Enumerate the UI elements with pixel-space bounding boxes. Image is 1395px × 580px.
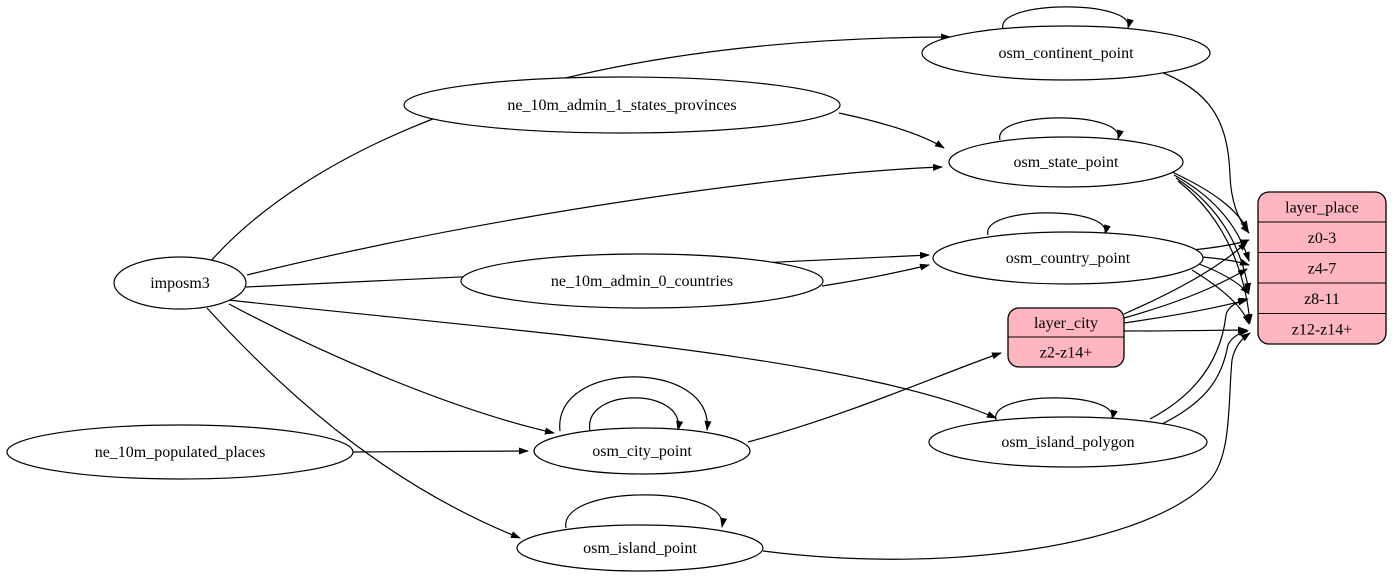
node-label-osm_state_point: osm_state_point	[1014, 154, 1119, 171]
node-label-osm_country_point: osm_country_point	[1006, 250, 1131, 267]
edge-layer_city-layer_place-z12-z14+	[1123, 326, 1248, 334]
node-osm_state_point: osm_state_point	[948, 136, 1184, 188]
node-shape-osm_island_polygon	[928, 416, 1208, 468]
edge-osm_island_point-layer_place-z12-z14+	[762, 332, 1251, 560]
edge-osm_country_point-layer_place-z8-11	[1198, 263, 1250, 295]
node-ne_10m_admin_1_states_provinces: ne_10m_admin_1_states_provinces	[403, 76, 841, 134]
edge-layer_city-layer_place-z0-3	[1123, 241, 1248, 315]
self-loop-osm_continent_point-0	[1002, 6, 1134, 30]
edge-imposm3-osm_island_point	[206, 307, 521, 539]
edge-imposm3-osm_island_polygon	[227, 299, 997, 419]
node-shape-osm_continent_point	[921, 25, 1211, 81]
edge-osm_city_point-layer_city-z2-z14+	[747, 352, 1002, 443]
edge-layer_city-layer_place-z8-11	[1123, 298, 1248, 324]
edge-layer	[206, 6, 1253, 560]
node-ne_10m_populated_places: ne_10m_populated_places	[6, 424, 354, 480]
record-row-layer_place-z8-11: z8-11	[1304, 291, 1340, 308]
record-row-layer_place-z12-z14+: z12-z14+	[1292, 321, 1353, 338]
edge-imposm3-osm_city_point	[228, 303, 555, 435]
record-row-layer_place-z4-7: z4-7	[1308, 260, 1336, 277]
record-layer_place: layer_place z0-3 z4-7 z8-11 z12-z14+	[1257, 191, 1387, 345]
node-shape-ne_10m_admin_0_countries	[460, 253, 824, 309]
node-label-ne_10m_admin_1_states_provinces: ne_10m_admin_1_states_provinces	[507, 97, 736, 114]
self-loop-osm_island_point-0	[565, 494, 728, 529]
node-label-imposm3: imposm3	[150, 275, 210, 292]
self-loop-osm_country_point-0	[987, 212, 1111, 236]
record-shape-layer_place	[1257, 191, 1387, 345]
record-row-layer_place-z0-3: z0-3	[1308, 230, 1336, 247]
node-label-osm_island_polygon: osm_island_polygon	[1001, 434, 1134, 451]
edge-osm_country_point-layer_place-z0-3	[1191, 239, 1250, 251]
node-label-osm_city_point: osm_city_point	[592, 443, 692, 460]
node-osm_city_point: osm_city_point	[533, 427, 751, 475]
record-header-layer_city: layer_city	[1034, 315, 1098, 332]
node-label-osm_island_point: osm_island_point	[583, 540, 697, 557]
edge-ne_10m_populated_places-osm_city_point	[352, 447, 529, 455]
node-osm_island_polygon: osm_island_polygon	[928, 416, 1208, 468]
edge-imposm3-osm_state_point	[246, 163, 943, 276]
node-osm_island_point: osm_island_point	[516, 524, 764, 572]
edge-osm_island_polygon-layer_place-z8-11	[1149, 297, 1249, 420]
node-layer: imposm3 ne_10m_admin_1_states_provincesne…	[6, 25, 1387, 572]
self-loop-osm_city_point-0	[559, 376, 712, 432]
node-label-osm_continent_point: osm_continent_point	[998, 45, 1134, 62]
node-imposm3: imposm3	[113, 256, 247, 310]
edge-osm_state_point-layer_place-z8-11	[1175, 177, 1252, 293]
edge-imposm3-osm_continent_point	[209, 33, 951, 263]
record-row-layer_city-z2-z14+: z2-z14+	[1040, 345, 1093, 362]
node-label-ne_10m_admin_0_countries: ne_10m_admin_0_countries	[551, 273, 733, 290]
edge-osm_state_point-layer_place-z4-7	[1173, 174, 1250, 262]
edge-osm_country_point-layer_place-z12-z14+	[1191, 269, 1250, 325]
self-loop-osm_island_polygon-0	[995, 397, 1118, 421]
edge-ne_10m_admin_1_states_provinces-osm_state_point	[838, 112, 945, 149]
node-shape-osm_city_point	[533, 427, 751, 475]
edge-layer_city-layer_place-z4-7	[1123, 268, 1248, 319]
self-loop-osm_state_point-0	[999, 117, 1124, 141]
node-label-ne_10m_populated_places: ne_10m_populated_places	[95, 444, 266, 461]
node-shape-ne_10m_populated_places	[6, 424, 354, 480]
node-shape-osm_state_point	[948, 136, 1184, 188]
node-ne_10m_admin_0_countries: ne_10m_admin_0_countries	[460, 253, 824, 309]
edge-osm_country_point-layer_place-z4-7	[1201, 256, 1250, 266]
edge-osm_state_point-layer_place-z12-z14+	[1177, 180, 1253, 324]
self-loop-osm_city_point-1	[589, 397, 684, 432]
record-header-layer_place: layer_place	[1285, 200, 1359, 217]
edge-osm_island_polygon-layer_place-z12-z14+	[1161, 329, 1249, 425]
node-osm_continent_point: osm_continent_point	[921, 25, 1211, 81]
node-shape-ne_10m_admin_1_states_provinces	[403, 76, 841, 134]
node-shape-imposm3	[113, 256, 247, 310]
node-shape-osm_island_point	[516, 524, 764, 572]
node-osm_country_point: osm_country_point	[932, 231, 1204, 285]
edge-osm_state_point-layer_place-z0-3	[1171, 171, 1249, 231]
record-layer_city: layer_city z2-z14+	[1007, 307, 1125, 368]
edge-ne_10m_admin_0_countries-osm_country_point	[821, 263, 930, 287]
node-shape-osm_country_point	[932, 231, 1204, 285]
